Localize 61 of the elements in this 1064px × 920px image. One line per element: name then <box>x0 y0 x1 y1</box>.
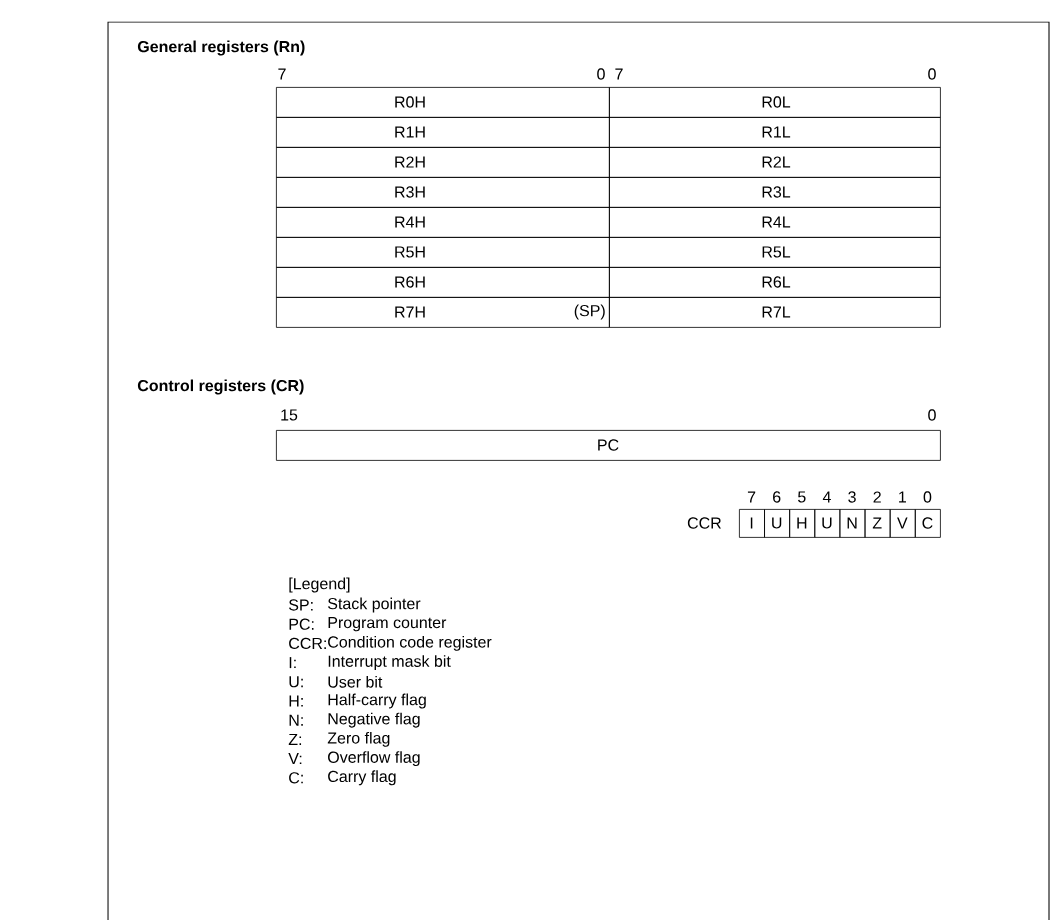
flag-bit-cell: V <box>889 509 916 538</box>
legend-abbreviation: U: <box>289 676 303 688</box>
bit-number: 1 <box>899 491 906 503</box>
register-cell: R4L <box>609 207 941 238</box>
register-cell: R2L <box>609 147 941 178</box>
legend-description: Carry flag <box>328 770 396 786</box>
section-heading: General registers (Rn) <box>137 40 305 56</box>
legend-description: Half-carry flag <box>328 693 426 709</box>
legend-description: Program counter <box>328 617 447 632</box>
legend-description: Zero flag <box>327 731 390 747</box>
legend-abbreviation: C: <box>289 772 303 784</box>
register-cell: PC <box>276 430 941 461</box>
register-cell: R0H <box>276 87 610 118</box>
legend-abbreviation: SP: <box>289 599 313 611</box>
bit-number: 5 <box>798 491 806 503</box>
register-cell: R1L <box>609 117 941 148</box>
register-cell: R3H <box>276 177 610 208</box>
bit-number: 7 <box>747 491 756 503</box>
register-cell: R6L <box>609 267 941 298</box>
bit-number: 7 <box>278 68 286 80</box>
register-name: CCR <box>687 517 721 529</box>
legend-description: Interrupt mask bit <box>328 655 451 671</box>
register-cell: R5L <box>609 237 941 268</box>
legend-abbreviation: H: <box>289 695 303 707</box>
legend-heading: [Legend] <box>289 577 350 593</box>
bit-number: 4 <box>822 491 831 503</box>
bit-number: 0 <box>928 68 936 80</box>
register-cell: R2H <box>276 147 610 178</box>
legend-abbreviation: CCR: <box>289 637 326 650</box>
legend-abbreviation: I: <box>289 657 296 669</box>
legend-description: Stack pointer <box>328 597 421 613</box>
register-cell: R4H <box>276 207 610 238</box>
register-cell: R7L <box>609 297 941 328</box>
legend-description: Condition code register <box>328 635 492 651</box>
legend-abbreviation: N: <box>289 714 303 726</box>
flag-bit-cell: N <box>839 509 866 538</box>
register-cell: R1H <box>276 117 610 148</box>
legend-description: Overflow flag <box>328 751 420 767</box>
bit-number: 0 <box>597 68 605 80</box>
flag-bit-cell: Z <box>864 509 891 538</box>
register-cell: R0L <box>609 87 941 118</box>
legend-description: User bit <box>328 675 383 688</box>
bit-number: 6 <box>773 491 781 503</box>
legend-abbreviation: V: <box>288 753 302 765</box>
legend-abbreviation: Z: <box>288 733 302 745</box>
flag-bit-cell: I <box>739 509 765 538</box>
legend-description: Negative flag <box>328 712 420 728</box>
flag-bit-cell: U <box>814 509 841 538</box>
section-heading: Control registers (CR) <box>137 379 304 395</box>
register-cell: R5H <box>276 237 610 268</box>
flag-bit-cell: U <box>764 509 791 538</box>
register-cell: R3L <box>609 177 941 208</box>
flag-bit-cell: H <box>789 509 816 538</box>
register-cell: R6H <box>276 267 610 298</box>
register-cell: R7H (SP) <box>276 297 610 328</box>
legend-abbreviation: PC: <box>289 618 314 630</box>
bit-number: 0 <box>923 491 932 503</box>
bit-number: 2 <box>873 491 881 503</box>
flag-bit-cell: C <box>914 509 941 538</box>
bit-number: 3 <box>848 491 856 503</box>
bit-number: 7 <box>615 68 623 80</box>
